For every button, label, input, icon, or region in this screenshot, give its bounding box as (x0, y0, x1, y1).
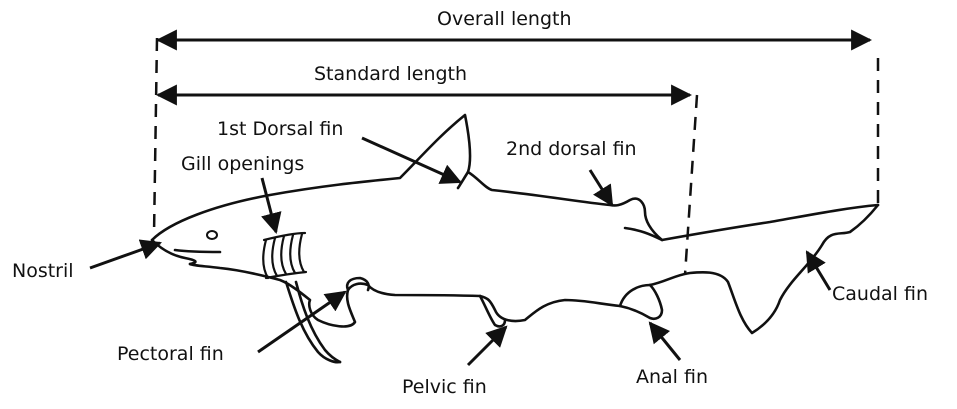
gill-openings-arrow (262, 178, 276, 232)
standard-length-label: Standard length (314, 65, 467, 84)
gill-slits (263, 233, 306, 278)
second-dorsal-fin-label: 2nd dorsal fin (506, 140, 637, 159)
first-dorsal-fin-arrow (362, 138, 460, 182)
pectoral-fin-label: Pectoral fin (117, 345, 224, 364)
snout-reference-line (154, 38, 157, 235)
anal-fin-label: Anal fin (636, 368, 708, 387)
first-dorsal-fin-label: 1st Dorsal fin (217, 120, 343, 139)
caudal-fin-arrow (807, 252, 830, 290)
nostril-arrow (90, 243, 160, 268)
caudal-fin-label: Caudal fin (832, 285, 928, 304)
gill-openings-label: Gill openings (181, 155, 304, 174)
nostril-label: Nostril (12, 262, 74, 281)
anal-fin-arrow (650, 323, 680, 360)
overall-length-label: Overall length (437, 10, 572, 29)
standard-end-reference-line (685, 95, 697, 275)
pelvic-fin-label: Pelvic fin (402, 378, 487, 397)
eye-icon (207, 231, 217, 239)
pelvic-fin-arrow (468, 327, 506, 365)
second-dorsal-fin-arrow (590, 170, 612, 205)
